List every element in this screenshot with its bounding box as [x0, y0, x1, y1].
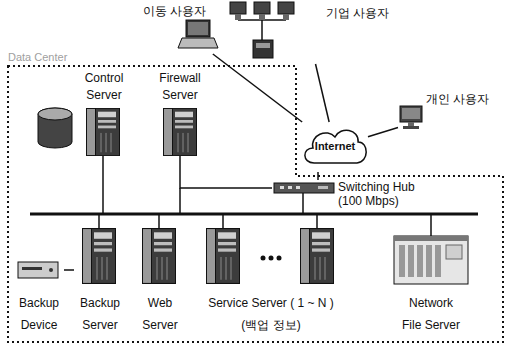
- pc-stand: [408, 122, 414, 126]
- database-cylinder: [38, 108, 72, 148]
- server-tower: [301, 229, 334, 284]
- node-label: Backup Device: [16, 292, 62, 336]
- connector-line: [180, 156, 272, 188]
- node-label: Data Center: [8, 50, 67, 64]
- backup-drive: [18, 262, 58, 278]
- server-tower: [83, 229, 116, 284]
- personal-user: 개인 사용자: [398, 90, 498, 134]
- pc-base: [403, 126, 419, 129]
- bus-drop: [98, 214, 100, 228]
- pc-monitor: [400, 106, 422, 122]
- backup-device: Backup Device: [14, 260, 64, 340]
- bus-drop: [158, 214, 160, 228]
- mobile-user: 이동 사용자: [140, 4, 220, 54]
- server-tower: [164, 108, 197, 155]
- service-server: Service Server ( 1 ~ N )(백업 정보): [196, 226, 346, 340]
- pc-monitor: [254, 2, 270, 14]
- connector-group: [64, 54, 398, 270]
- node-label: Switching Hub: [338, 180, 415, 194]
- hub-body: [274, 183, 334, 193]
- drive-slot: [22, 267, 42, 270]
- pc-stand: [259, 14, 265, 20]
- node-label: Network File Server: [399, 292, 463, 336]
- server-tower: [207, 229, 240, 284]
- laptop-display: [188, 22, 208, 35]
- phone-body: [253, 40, 273, 58]
- rack-top: [394, 236, 468, 241]
- pc-monitor: [278, 2, 294, 14]
- hub-panel: [318, 186, 328, 189]
- node-label: (100 Mbps): [338, 194, 399, 208]
- laptop-screen: [186, 20, 210, 37]
- node-label: Backup Server: [77, 292, 123, 336]
- node-label: 개인 사용자: [426, 92, 489, 106]
- laptop-base: [178, 38, 218, 48]
- pc-screen: [402, 108, 420, 119]
- bus-drop: [302, 193, 304, 214]
- connector-line: [316, 64, 330, 122]
- node-label: (백업 정보): [241, 314, 300, 336]
- ellipsis-dot: [269, 256, 274, 261]
- hub-light: [280, 186, 284, 189]
- connector-line: [368, 127, 398, 136]
- rack-module: [435, 245, 441, 277]
- connector-line: [213, 54, 302, 122]
- ellipsis-dot: [277, 256, 282, 261]
- node-label: Internet: [315, 140, 355, 153]
- lan-wire: [261, 20, 263, 40]
- rack-module: [399, 245, 405, 277]
- control-server: Control Server: [78, 70, 130, 156]
- rack-module: [417, 245, 423, 277]
- network-bus: [30, 213, 478, 216]
- connector-line: [64, 269, 74, 271]
- ellipsis-dot: [261, 256, 266, 261]
- rack-module: [426, 245, 432, 277]
- server-tower: [87, 108, 120, 155]
- drive-light: [49, 268, 53, 272]
- switching-hub: Switching Hub(100 Mbps): [272, 180, 422, 210]
- rack-panel: [446, 245, 462, 259]
- pc-stand: [235, 14, 241, 20]
- firewall-server: Firewall Server: [152, 70, 208, 156]
- node-label: 이동 사용자: [143, 4, 206, 18]
- bus-drop: [179, 188, 181, 214]
- hub-light: [288, 186, 292, 189]
- phone-handset: [256, 43, 270, 48]
- pc-monitor: [230, 2, 246, 14]
- rack-body: [394, 236, 468, 284]
- backup-server: Backup Server: [74, 226, 126, 340]
- node-label: Control Server: [80, 70, 128, 104]
- rack-module: [408, 245, 414, 277]
- region-border: [8, 66, 503, 342]
- database-top: [38, 108, 72, 120]
- bus-drop: [316, 214, 318, 228]
- bus-drop: [222, 214, 224, 228]
- bus-drop: [430, 214, 432, 236]
- cloud-shape: [305, 130, 366, 163]
- hub-light: [296, 186, 300, 189]
- node-label: Web Server: [137, 292, 183, 336]
- enterprise-user: 기업 사용자: [222, 0, 394, 64]
- network-file-server: Network File Server: [384, 226, 478, 340]
- bus-drop: [102, 156, 104, 214]
- node-label: Firewall Server: [155, 70, 205, 104]
- node-label: Service Server ( 1 ~ N ): [208, 292, 334, 314]
- web-server: Web Server: [134, 226, 186, 340]
- node-label: 기업 사용자: [326, 6, 389, 20]
- internet-cloud: Internet: [302, 122, 368, 172]
- server-tower: [143, 229, 176, 284]
- pc-stand: [283, 14, 289, 20]
